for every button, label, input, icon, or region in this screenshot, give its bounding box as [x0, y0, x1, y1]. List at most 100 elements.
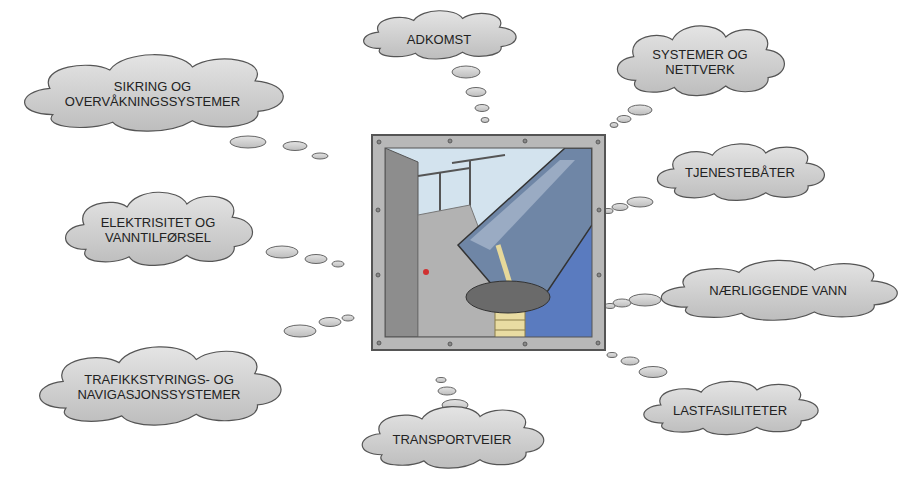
cloud-body: TRANSPORTVEIER [352, 398, 552, 472]
cloud-label: LASTFASILITETER [650, 403, 810, 418]
sky [385, 148, 592, 337]
cloud-shape [25, 55, 284, 132]
cloud-text-group: SYSTEMER OG NETTVERK [645, 47, 755, 77]
person [423, 269, 429, 275]
thought-bubble [452, 66, 480, 78]
cloud-body: TRAFIKKSTYRINGS- OG NAVIGASJONSSYSTEMER [26, 336, 292, 430]
thought-bubble [266, 246, 298, 258]
coil-line [495, 330, 525, 331]
thought-bubble [629, 294, 661, 306]
ship-bow [458, 148, 592, 300]
thought-bubble [312, 153, 328, 159]
cloud-text-group: TJENESTEBÅTER [665, 165, 815, 180]
thought-bubble [605, 304, 615, 309]
warehouse [385, 148, 418, 337]
picture-scene [385, 148, 592, 337]
ship-deck [470, 160, 575, 250]
rivet [376, 208, 380, 212]
rivet [597, 273, 601, 277]
rivet [377, 140, 381, 144]
cloud-body: ELEKTRISITET OG VANNTILFØRSEL [55, 182, 261, 270]
frame-rivets [376, 139, 601, 346]
thought-bubble [481, 118, 489, 123]
thought-trails [230, 66, 667, 411]
cloud-label: SIKRING OG OVERVÅKNINGSSYSTEMER [53, 79, 253, 109]
rivet [448, 139, 452, 143]
cloud-text-group: SIKRING OG OVERVÅKNINGSSYSTEMER [53, 79, 253, 109]
thought-bubble [332, 261, 344, 267]
cloud-text-group: ELEKTRISITET OG VANNTILFØRSEL [91, 215, 226, 245]
thought-bubble [613, 299, 631, 307]
thought-bubble [283, 142, 307, 151]
thought-cloud: ADKOMST [355, 4, 523, 62]
cloud-body: ADKOMST [355, 4, 523, 62]
thought-bubble [466, 88, 486, 97]
cloud-shape [661, 260, 897, 320]
rivet [523, 342, 527, 346]
thought-bubble [438, 387, 456, 395]
cloud-label: SYSTEMER OG NETTVERK [645, 47, 755, 77]
thought-bubble [639, 367, 667, 378]
thought-bubble [612, 204, 628, 211]
cloud-shape [617, 26, 784, 96]
picture-frame [372, 135, 605, 350]
thought-bubble [617, 116, 631, 123]
cloud-text-group: LASTFASILITETER [650, 403, 810, 418]
thought-bubble [475, 105, 489, 112]
cloud-shape [657, 144, 824, 201]
cloud-text-group: ADKOMST [379, 32, 499, 47]
thought-cloud: TJENESTEBÅTER [648, 136, 832, 204]
thought-bubble [621, 357, 639, 365]
bollard-cap [466, 281, 550, 313]
thought-bubble [610, 123, 618, 128]
rivet [523, 139, 527, 143]
thought-cloud: ELEKTRISITET OG VANNTILFØRSEL [55, 182, 261, 270]
cloud-shape [40, 347, 281, 425]
thought-bubble [607, 353, 617, 358]
rivet [596, 341, 600, 345]
cloud-label: ADKOMST [379, 32, 499, 47]
thought-cloud: LASTFASILITETER [634, 374, 826, 438]
cloud-label: ELEKTRISITET OG VANNTILFØRSEL [91, 215, 226, 245]
cloud-body: SIKRING OG OVERVÅKNINGSSYSTEMER [10, 44, 295, 136]
cloud-shape [362, 407, 544, 469]
cloud-shape [644, 381, 818, 434]
cloud-label: NÆRLIGGENDE VANN [678, 283, 878, 298]
thought-bubble [319, 318, 341, 327]
thought-bubble [284, 325, 316, 337]
harbour-picture [372, 135, 605, 350]
crane-arm [452, 155, 505, 163]
thought-bubble [342, 315, 354, 321]
cloud-label: TJENESTEBÅTER [665, 165, 815, 180]
coil-line [495, 320, 525, 321]
thought-cloud: TRANSPORTVEIER [352, 398, 552, 472]
cloud-body: NÆRLIGGENDE VANN [648, 252, 908, 324]
thought-bubble [436, 378, 446, 383]
rivet [377, 341, 381, 345]
rivet [597, 208, 601, 212]
thought-bubble [230, 136, 266, 148]
thought-cloud: SYSTEMER OG NETTVERK [608, 16, 792, 100]
cloud-text-group: TRANSPORTVEIER [372, 432, 532, 447]
thought-cloud: SIKRING OG OVERVÅKNINGSSYSTEMER [10, 44, 295, 136]
thought-cloud: NÆRLIGGENDE VANN [648, 252, 908, 324]
thought-bubble [305, 255, 327, 264]
rivet [376, 273, 380, 277]
thought-cloud: TRAFIKKSTYRINGS- OG NAVIGASJONSSYSTEMER [26, 336, 292, 430]
rivet [448, 342, 452, 346]
cloud-shape [66, 192, 253, 265]
picture-inner-border [385, 148, 592, 337]
cloud-shape [364, 11, 516, 59]
thought-bubble [627, 197, 653, 207]
cloud-body: SYSTEMER OG NETTVERK [608, 16, 792, 100]
cloud-body: LASTFASILITETER [634, 374, 826, 438]
rivet [596, 140, 600, 144]
cloud-text-group: NÆRLIGGENDE VANN [678, 283, 878, 298]
cloud-label: TRAFIKKSTYRINGS- OG NAVIGASJONSSYSTEMER [54, 372, 264, 402]
cloud-label: TRANSPORTVEIER [372, 432, 532, 447]
crane-arm [418, 168, 470, 176]
cloud-text-group: TRAFIKKSTYRINGS- OG NAVIGASJONSSYSTEMER [54, 372, 264, 402]
cloud-body: TJENESTEBÅTER [648, 136, 832, 204]
thought-bubble [628, 105, 652, 115]
